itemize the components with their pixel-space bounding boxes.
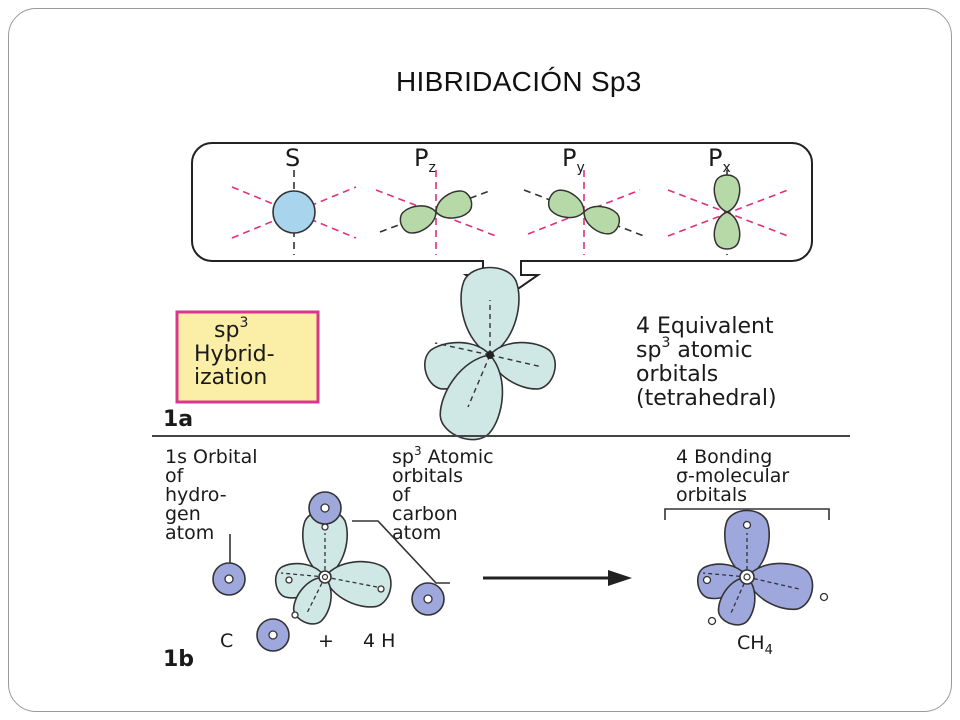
svg-text:1s Orbital: 1s Orbital	[165, 446, 258, 468]
sp3-hybrid-orbitals	[419, 266, 561, 448]
sp3-desc-line3: orbitals	[636, 362, 718, 387]
svg-text:of: of	[165, 465, 185, 487]
svg-text:orbitals: orbitals	[392, 465, 463, 487]
py-orbital	[523, 170, 645, 255]
ch4-bonding-orbitals	[694, 509, 829, 631]
carbon-pointer	[352, 520, 450, 584]
sp3-desc-line2: sp3 atomic	[636, 335, 753, 363]
slide-title: HIBRIDACIÓN Sp3	[396, 66, 642, 97]
svg-text:sp3 Atomic: sp3 Atomic	[392, 444, 494, 468]
pz-orbital	[375, 170, 497, 255]
bonding-bracket	[664, 508, 830, 520]
px-orbital-label: Px	[708, 144, 731, 176]
sp3-desc-line4: (tetrahedral)	[636, 386, 777, 411]
svg-text:σ-molecular: σ-molecular	[676, 465, 789, 487]
svg-text:orbitals: orbitals	[676, 484, 747, 506]
svg-text:hydro-: hydro-	[165, 484, 227, 506]
pz-orbital-label: Pz	[414, 144, 436, 176]
py-orbital-label: Py	[562, 144, 585, 176]
svg-text:4 Bonding: 4 Bonding	[676, 446, 772, 468]
panel-1b-label: 1b	[163, 647, 194, 672]
hybrid-box-line3: ization	[194, 365, 267, 390]
svg-text:atom: atom	[165, 522, 214, 544]
carbon-sp3-orbitals	[272, 509, 396, 630]
hydrogen-label: 1s Orbital of hydro- gen atom	[165, 446, 258, 544]
equation-plus: +	[318, 630, 334, 652]
s-orbital	[231, 170, 357, 255]
panel-1a-label: 1a	[163, 407, 193, 432]
svg-text:atom: atom	[392, 522, 441, 544]
svg-text:carbon: carbon	[392, 503, 458, 525]
svg-text:gen: gen	[165, 503, 201, 525]
s-orbital-label: S	[285, 144, 300, 172]
sp3-desc-line1: 4 Equivalent	[636, 314, 774, 339]
reaction-arrow	[483, 570, 632, 586]
hybrid-box-line1: sp3	[214, 315, 248, 343]
bonding-label: 4 Bonding σ-molecular orbitals	[676, 446, 789, 506]
svg-text:of: of	[392, 484, 412, 506]
px-orbital	[667, 170, 789, 255]
carbon-label: sp3 Atomic orbitals of carbon atom	[392, 444, 494, 544]
product-ch4: CH4	[737, 632, 773, 658]
hybridization-box	[175, 310, 320, 404]
equation-4h: 4 H	[363, 630, 395, 652]
hybrid-box-line2: Hybrid-	[194, 342, 275, 367]
hydrogen-1s-orbitals	[212, 491, 445, 652]
equation-c: C	[220, 630, 233, 652]
